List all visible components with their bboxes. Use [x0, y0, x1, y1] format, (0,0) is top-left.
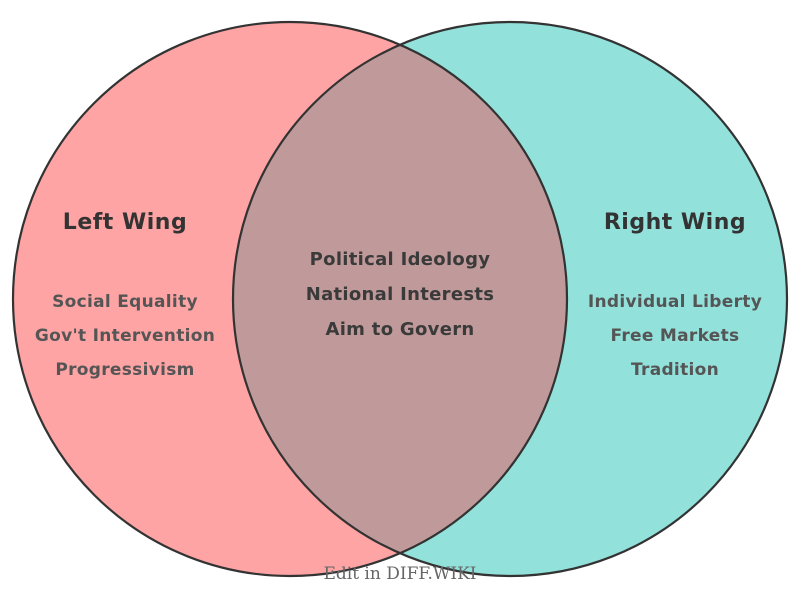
edit-in-diffwiki-link[interactable]: Edit in DIFF.WIKI	[323, 564, 477, 584]
overlap-item: National Interests	[305, 284, 495, 305]
left-item: Gov't Intervention	[34, 326, 216, 346]
left-wing-items: Social Equality Gov't Intervention Progr…	[0, 285, 250, 387]
right-circle-outline	[231, 20, 789, 578]
left-wing-title: Left Wing	[62, 210, 188, 235]
right-wing-title: Right Wing	[603, 210, 747, 235]
right-item: Individual Liberty	[587, 292, 763, 312]
left-circle-outline	[11, 20, 569, 578]
overlap-region	[233, 22, 567, 576]
right-item: Free Markets	[610, 326, 740, 346]
overlap-items: Political Ideology National Interests Ai…	[275, 242, 525, 347]
right-item: Tradition	[630, 360, 719, 380]
left-item: Progressivism	[55, 360, 195, 380]
left-item: Social Equality	[52, 292, 198, 312]
overlap-item: Political Ideology	[309, 249, 491, 270]
overlap-item: Aim to Govern	[325, 319, 475, 340]
right-wing-items: Individual Liberty Free Markets Traditio…	[550, 285, 800, 387]
